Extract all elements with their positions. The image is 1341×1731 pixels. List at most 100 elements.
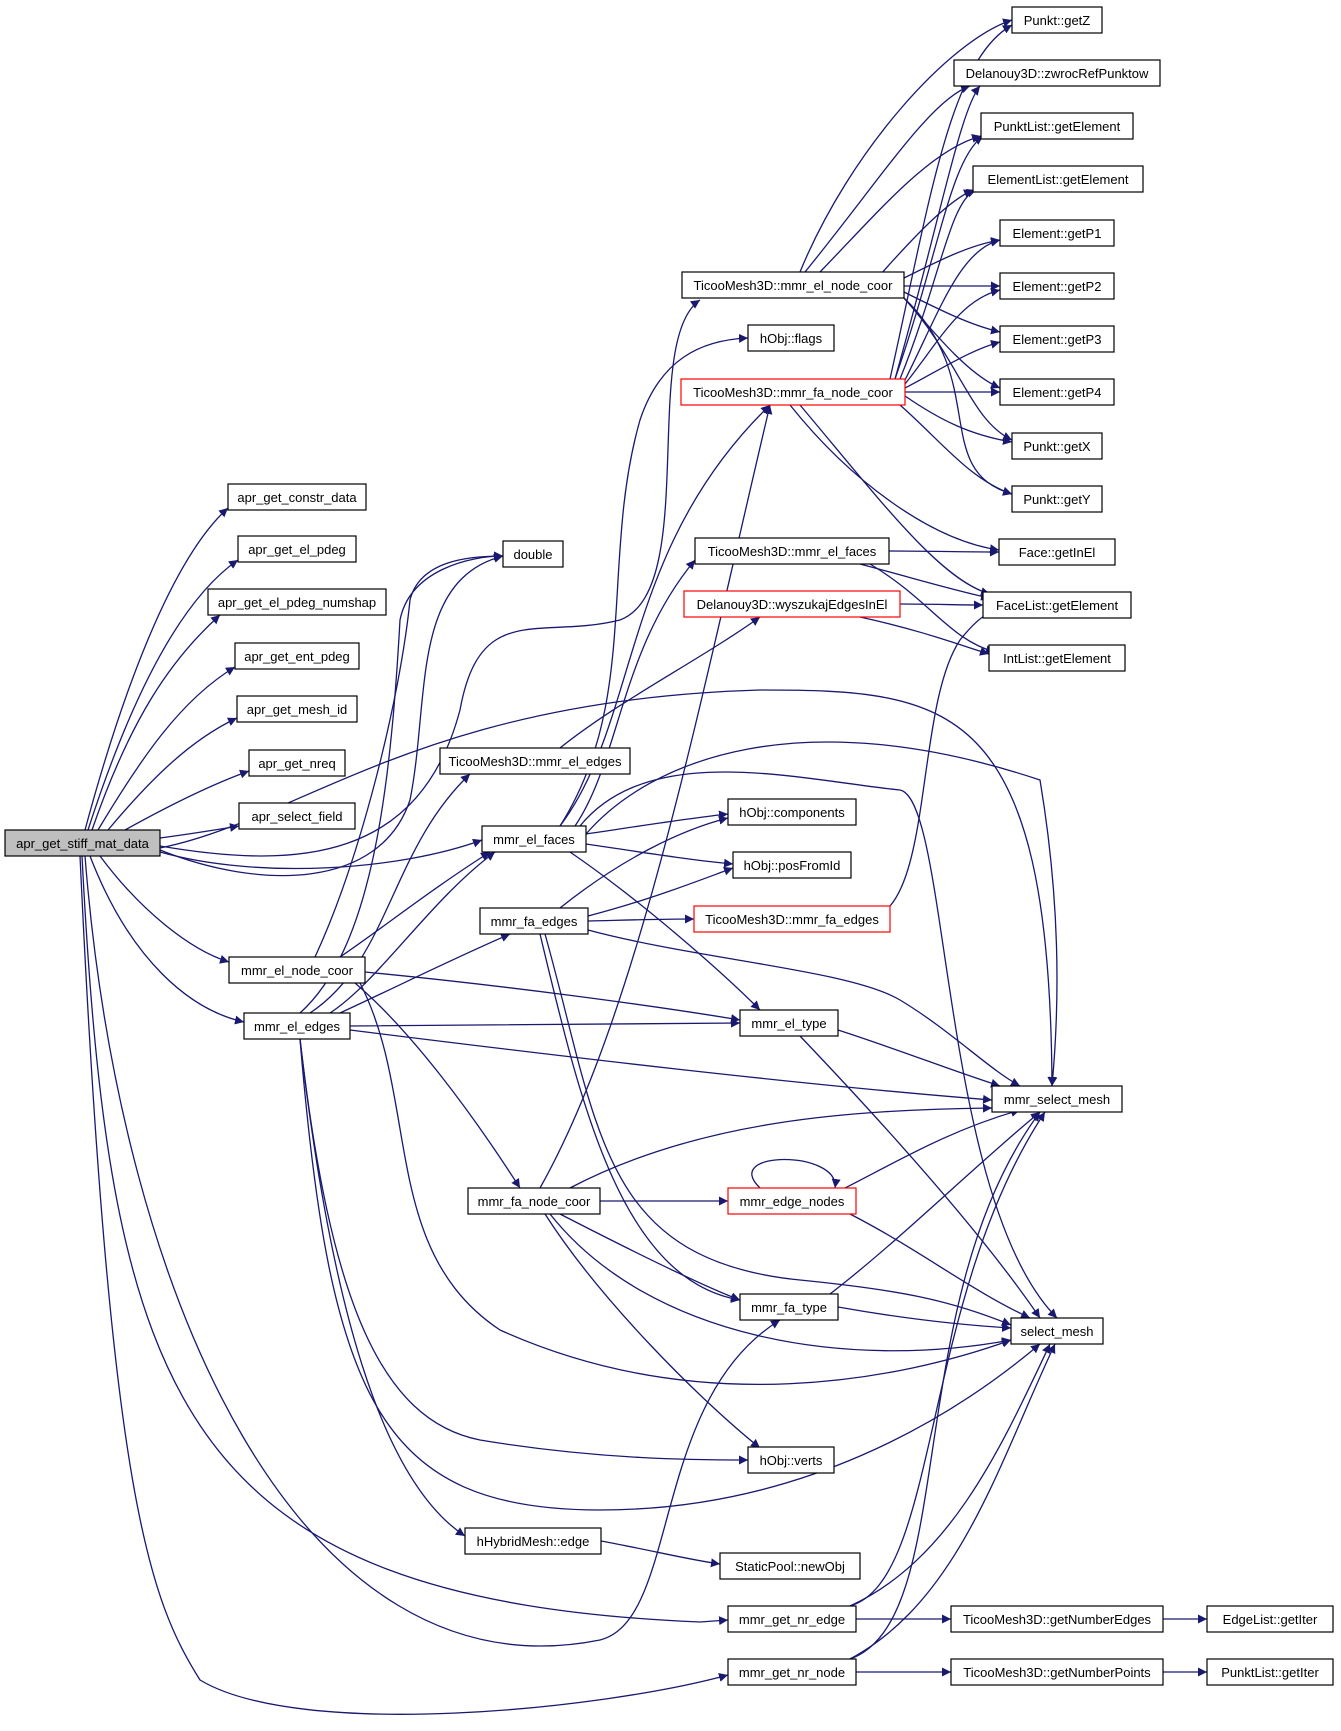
node-box [680, 378, 906, 406]
node-staticpool-newobj[interactable]: StaticPool::newObj [719, 1552, 861, 1580]
node-hobj-verts[interactable]: hObj::verts [747, 1446, 835, 1474]
node-label: select_mesh [1021, 1324, 1094, 1339]
edge-mmr_el_faces-to-select_mesh [579, 771, 1058, 1319]
node-tm-fa-edges[interactable]: TicooMesh3D::mmr_fa_edges [693, 905, 891, 933]
node-apr-get-el-pdeg-numshap[interactable]: apr_get_el_pdeg_numshap [207, 588, 387, 616]
node-mmr-fa-node-coor[interactable]: mmr_fa_node_coor [467, 1187, 601, 1215]
edge-mmr_el_faces-to-mmr_el_type [569, 851, 761, 1011]
edge-tm_el_faces-to-face_getinel [888, 547, 1000, 557]
node-element-getp2[interactable]: Element::getP2 [999, 272, 1115, 300]
node-box [683, 590, 901, 618]
node-apr-select-field[interactable]: apr_select_field [238, 802, 356, 830]
node-apr-get-constr-data[interactable]: apr_get_constr_data [227, 483, 367, 511]
node-box [693, 905, 891, 933]
node-box [999, 378, 1115, 406]
node-hobj-flags[interactable]: hObj::flags [747, 324, 835, 352]
edge-mmr_fa_type-to-select_mesh [837, 1306, 1012, 1332]
node-label: ElementList::getElement [988, 172, 1129, 187]
edge-tm_el_node_coor-to-punktlist_getelement [819, 134, 982, 273]
node-hobj-components[interactable]: hObj::components [727, 798, 857, 826]
edge-mmr_el_edges-to-mmr_el_type [349, 1018, 741, 1028]
node-apr-get-ent-pdeg[interactable]: apr_get_ent_pdeg [234, 642, 360, 670]
edge-root-to-mmr_el_faces [159, 838, 483, 870]
node-punkt-getx[interactable]: Punkt::getX [1011, 432, 1103, 460]
node-box [1206, 1658, 1334, 1686]
node-box [4, 829, 161, 857]
node-hhybrid-edge[interactable]: hHybridMesh::edge [464, 1527, 602, 1555]
node-face-getinel[interactable]: Face::getInEl [998, 538, 1116, 566]
node-mmr-get-nr-edge[interactable]: mmr_get_nr_edge [727, 1605, 857, 1633]
edge-root-to-apr_get_el_pdeg_numshap [91, 614, 221, 831]
node-box [234, 642, 360, 670]
node-tm-mmr-el-edges[interactable]: TicooMesh3D::mmr_el_edges [439, 747, 631, 775]
node-mmr-fa-edges[interactable]: mmr_fa_edges [479, 907, 589, 935]
edge-mmr_get_nr_node-to-select_mesh [849, 1343, 1056, 1660]
node-edgelist-getiter[interactable]: EdgeList::getIter [1206, 1605, 1334, 1633]
edge-tm_el_faces-to-intlist_getelement [869, 563, 996, 655]
edge-mmr_el_node_coor-to-double [314, 551, 504, 958]
node-facelist-getelement[interactable]: FaceList::getElement [982, 591, 1132, 619]
node-box [1011, 485, 1103, 513]
node-tm-el-faces[interactable]: TicooMesh3D::mmr_el_faces [694, 537, 890, 565]
edge-root-to-mmr_get_nr_node [79, 855, 729, 1715]
edge-tm_fa_node_coor-to-punkt_getz [889, 24, 1013, 380]
edge-tm_el_node_coor-to-punkt_gety [903, 297, 1013, 496]
node-punkt-getz[interactable]: Punkt::getZ [1011, 6, 1103, 34]
node-root[interactable]: apr_get_stiff_mat_data [4, 829, 161, 857]
node-box [236, 695, 358, 723]
node-apr-get-nreq[interactable]: apr_get_nreq [248, 749, 346, 777]
node-mmr-el-faces[interactable]: mmr_el_faces [481, 825, 587, 853]
node-box [953, 59, 1161, 87]
edge-mmr_el_faces-to-hobj_flags [559, 333, 749, 827]
node-element-getp3[interactable]: Element::getP3 [999, 325, 1115, 353]
node-label: mmr_get_nr_node [739, 1665, 845, 1680]
node-del-wyszukaj[interactable]: Delanouy3D::wyszukajEdgesInEl [683, 590, 901, 618]
node-element-getp4[interactable]: Element::getP4 [999, 378, 1115, 406]
node-box [248, 749, 346, 777]
graph-edges [79, 18, 1207, 1715]
node-tm-el-node-coor[interactable]: TicooMesh3D::mmr_el_node_coor [681, 271, 905, 299]
node-apr-get-el-pdeg[interactable]: apr_get_el_pdeg [237, 535, 357, 563]
node-box [727, 798, 857, 826]
edge-mmr_fa_node_coor-to-tm_fa_node_coor [539, 404, 773, 1189]
node-tm-fa-node-coor[interactable]: TicooMesh3D::mmr_fa_node_coor [680, 378, 906, 406]
node-hobj-posfromid[interactable]: hObj::posFromId [732, 851, 852, 879]
node-mmr-el-type[interactable]: mmr_el_type [739, 1009, 839, 1037]
node-label: hObj::verts [760, 1453, 823, 1468]
edge-tm_fa_node_coor-to-face_getinel [789, 404, 1000, 554]
node-tm-getnumberedges[interactable]: TicooMesh3D::getNumberEdges [950, 1605, 1164, 1633]
node-double[interactable]: double [502, 540, 564, 568]
node-label: Element::getP4 [1013, 385, 1102, 400]
node-apr-get-mesh-id[interactable]: apr_get_mesh_id [236, 695, 358, 723]
node-box [982, 591, 1132, 619]
edge-mmr_fa_edges-to-tm_fa_edges [587, 914, 695, 924]
node-mmr-select-mesh[interactable]: mmr_select_mesh [991, 1085, 1123, 1113]
node-del-zwroc[interactable]: Delanouy3D::zwrocRefPunktow [953, 59, 1161, 87]
edge-root-to-apr_get_ent_pdeg [97, 666, 236, 831]
node-mmr-el-edges[interactable]: mmr_el_edges [243, 1012, 351, 1040]
node-mmr-edge-nodes[interactable]: mmr_edge_nodes [727, 1187, 857, 1215]
node-tm-getnumberpoints[interactable]: TicooMesh3D::getNumberPoints [950, 1658, 1164, 1686]
node-box [694, 537, 890, 565]
node-select-mesh[interactable]: select_mesh [1010, 1317, 1104, 1345]
node-punktlist-getiter[interactable]: PunktList::getIter [1206, 1658, 1334, 1686]
node-elementlist-getelement[interactable]: ElementList::getElement [972, 165, 1144, 193]
node-box [950, 1658, 1164, 1686]
node-mmr-get-nr-node[interactable]: mmr_get_nr_node [727, 1658, 857, 1686]
edge-root-to-mmr_fa_type [84, 855, 781, 1647]
node-box [991, 1085, 1123, 1113]
node-intlist-getelement[interactable]: IntList::getElement [988, 644, 1126, 672]
node-punkt-gety[interactable]: Punkt::getY [1011, 485, 1103, 513]
node-box [999, 325, 1115, 353]
node-label: Face::getInEl [1019, 545, 1096, 560]
node-label: hObj::components [739, 805, 845, 820]
node-mmr-el-node-coor[interactable]: mmr_el_node_coor [228, 956, 366, 984]
edge-mmr_fa_edges-to-mmr_select_mesh [587, 929, 1021, 1087]
node-element-getp1[interactable]: Element::getP1 [999, 219, 1115, 247]
edge-mmr_edge_nodes-to-mmr_select_mesh [844, 1108, 1021, 1189]
node-label: FaceList::getElement [996, 598, 1119, 613]
node-punktlist-getelement[interactable]: PunktList::getElement [980, 112, 1134, 140]
node-label: apr_get_ent_pdeg [244, 649, 350, 664]
node-mmr-fa-type[interactable]: mmr_fa_type [739, 1293, 839, 1321]
